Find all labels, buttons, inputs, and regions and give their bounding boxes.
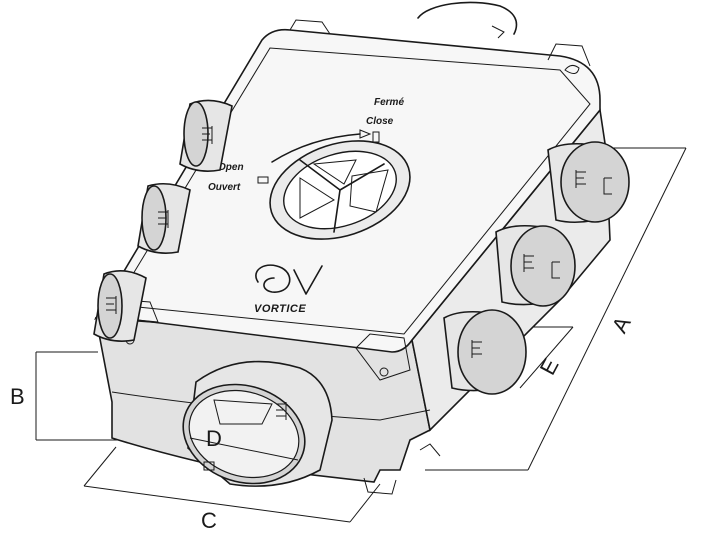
label-close-en: Close (366, 116, 394, 127)
dimension-d-label: D (206, 426, 222, 451)
label-open-fr: Ouvert (208, 182, 241, 193)
close-marker (372, 131, 380, 143)
rear-duct (417, 1, 518, 39)
dimension-e-label: E (535, 354, 564, 379)
left-duct-3 (93, 270, 147, 342)
dimension-b-label: B (10, 384, 25, 409)
dimension-c (83, 446, 381, 523)
damper-dial[interactable] (257, 124, 422, 256)
brand-wordmark: VORTICE (254, 303, 306, 315)
dimension-c-label: C (201, 508, 217, 533)
right-duct-2 (495, 224, 576, 307)
dimension-a-label: A (607, 312, 636, 337)
label-close-fr: Fermé (374, 97, 404, 108)
front-duct (182, 360, 333, 487)
left-duct-2 (137, 182, 191, 254)
right-duct-3 (443, 309, 527, 395)
vortice-logo: VORTICE (254, 264, 323, 315)
dimension-b (35, 351, 120, 441)
label-open-en: Open (218, 162, 244, 173)
left-duct-1 (179, 99, 233, 172)
right-duct-1 (547, 141, 630, 224)
open-marker (257, 176, 269, 184)
